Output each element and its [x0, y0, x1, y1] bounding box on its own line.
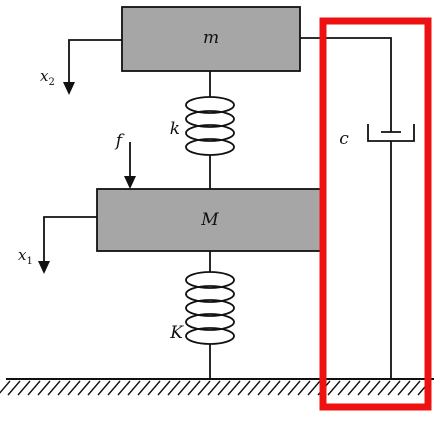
- hatch-line: [27, 380, 41, 396]
- hatch-line: [217, 380, 231, 396]
- hatch-line: [177, 380, 191, 396]
- hatch-line: [0, 380, 11, 394]
- hatch-line: [7, 380, 21, 396]
- upper-spring: [185, 71, 235, 189]
- hatch-line: [97, 380, 111, 396]
- hatch-line: [237, 380, 251, 396]
- lower-mass: M: [96, 188, 324, 252]
- hatch-line: [17, 380, 31, 396]
- hatch-line: [67, 380, 81, 396]
- hatch-line: [307, 380, 321, 396]
- force-arrow: f: [114, 131, 136, 189]
- hatch-line: [337, 380, 351, 396]
- hatch-line: [107, 380, 121, 396]
- displacement-x1-label: x1: [18, 246, 33, 267]
- hatch-line: [57, 380, 71, 396]
- hatch-line: [137, 380, 151, 396]
- hatch-line: [37, 380, 51, 396]
- lower-spring-label: K: [169, 323, 184, 343]
- displacement-x1-arrow: x1: [18, 216, 97, 274]
- hatch-line: [277, 380, 291, 396]
- damper: [300, 37, 415, 379]
- x2-subscript: 2: [48, 77, 54, 88]
- upper-mass-label: m: [203, 28, 219, 48]
- hatch-line: [327, 380, 341, 396]
- ground: [0, 378, 434, 396]
- hatch-line: [47, 380, 61, 396]
- hatch-line: [197, 380, 211, 396]
- hatch-line: [157, 380, 171, 396]
- hatch-line: [297, 380, 311, 396]
- displacement-x2-label: x2: [40, 67, 55, 88]
- hatch-line: [387, 380, 401, 396]
- upper-mass: m: [121, 6, 301, 72]
- hatch-line: [247, 380, 261, 396]
- hatch-line: [287, 380, 301, 396]
- displacement-x2-arrow: x2: [40, 39, 122, 95]
- hatch-line: [397, 380, 411, 396]
- hatch-line: [187, 380, 201, 396]
- hatch-line: [77, 380, 91, 396]
- hatch-line: [357, 380, 371, 396]
- hatch-line: [407, 380, 421, 396]
- x1-subscript: 1: [26, 256, 32, 267]
- hatch-line: [147, 380, 161, 396]
- x1-symbol: x: [18, 246, 27, 264]
- hatch-line: [167, 380, 181, 396]
- hatch-line: [367, 380, 381, 396]
- hatch-line: [207, 380, 221, 396]
- x2-arrowhead-icon: [63, 82, 75, 95]
- lower-mass-label: M: [200, 210, 219, 230]
- force-label: f: [114, 131, 125, 151]
- highlight-box: [319, 17, 432, 411]
- upper-spring-label: k: [170, 119, 180, 139]
- hatch-line: [117, 380, 131, 396]
- ground-hatching: [0, 380, 431, 396]
- x1-arrowhead-icon: [38, 261, 50, 274]
- hatch-line: [257, 380, 271, 396]
- hatch-line: [87, 380, 101, 396]
- x2-symbol: x: [40, 67, 49, 85]
- hatch-line: [227, 380, 241, 396]
- lower-spring: [185, 251, 235, 379]
- hatch-line: [127, 380, 141, 396]
- hatch-line: [347, 380, 361, 396]
- force-arrowhead-icon: [124, 176, 136, 189]
- hatch-line: [267, 380, 281, 396]
- hatch-line: [377, 380, 391, 396]
- damper-label: c: [339, 129, 349, 149]
